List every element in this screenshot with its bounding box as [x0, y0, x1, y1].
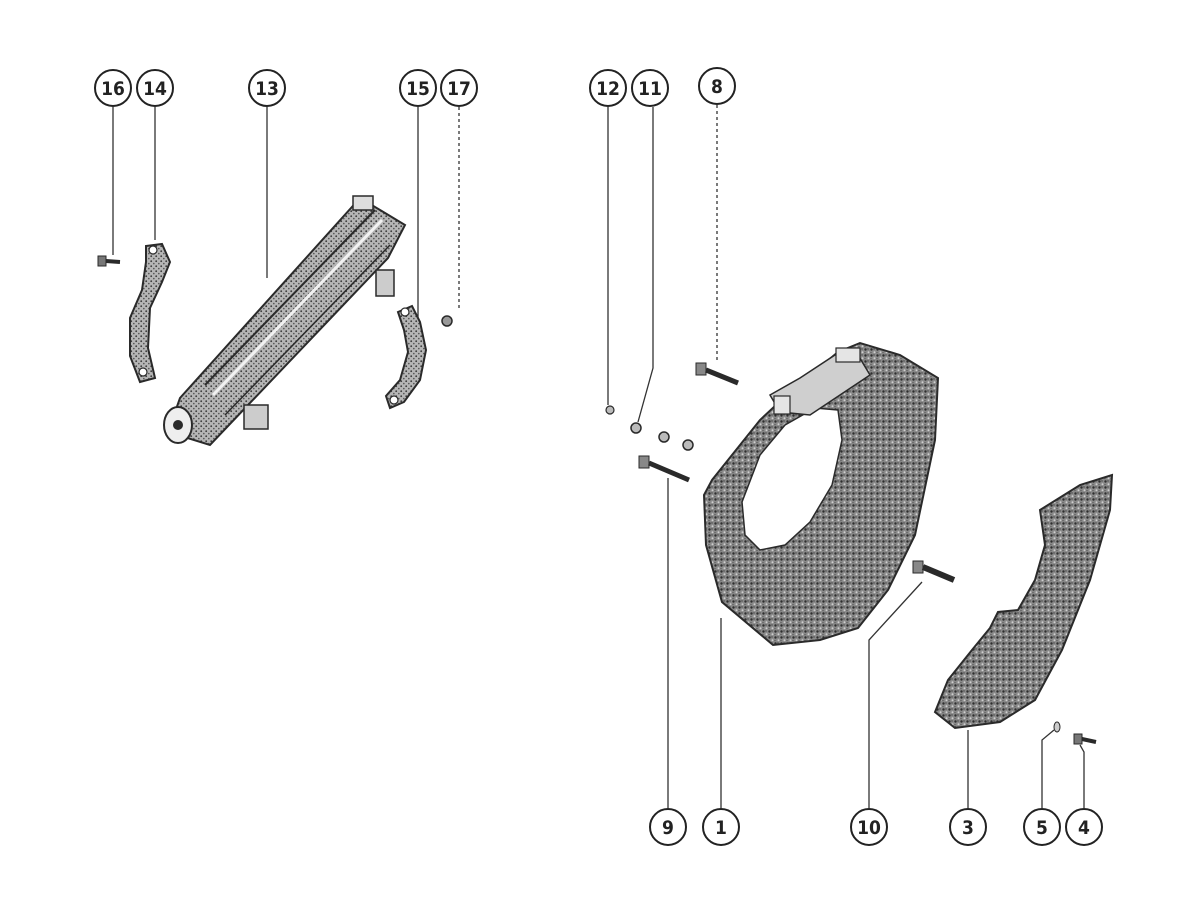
callout-5-label: 5 [1036, 817, 1048, 839]
part-10-bolt [912, 560, 956, 583]
part-16-screw [97, 255, 121, 267]
callout-1: 1 [702, 808, 740, 846]
callout-15-label: 15 [406, 78, 430, 100]
callout-3-label: 3 [962, 817, 974, 839]
callout-14-label: 14 [143, 78, 167, 100]
leader-lines [112, 105, 1085, 808]
part-4-screw [1073, 733, 1097, 745]
part-11-lockwashers [630, 422, 694, 451]
callout-3: 3 [949, 808, 987, 846]
callout-9: 9 [649, 808, 687, 846]
leader-5 [1041, 729, 1055, 808]
part-3-cover [933, 473, 1114, 730]
part-1-housing [702, 341, 940, 647]
callout-8-label: 8 [711, 76, 723, 98]
callout-17: 17 [440, 69, 478, 107]
callout-10: 10 [850, 808, 888, 846]
callout-1-label: 1 [715, 817, 727, 839]
callout-8: 8 [698, 67, 736, 105]
callout-11: 11 [631, 69, 669, 107]
callout-13: 13 [248, 69, 286, 107]
part-15-strap [384, 304, 428, 410]
callout-9-label: 9 [662, 817, 674, 839]
part-12-washer [605, 405, 615, 415]
callout-16: 16 [94, 69, 132, 107]
callout-16-label: 16 [101, 78, 125, 100]
part-5-washer [1053, 721, 1061, 733]
part-13-cooler-tube [163, 195, 407, 447]
callout-12-label: 12 [596, 78, 620, 100]
callout-14: 14 [136, 69, 174, 107]
leader-10 [868, 581, 923, 808]
callout-11-label: 11 [638, 78, 662, 100]
callout-17-label: 17 [447, 78, 471, 100]
callout-12: 12 [589, 69, 627, 107]
callout-4-label: 4 [1078, 817, 1090, 839]
part-17-nut [441, 315, 453, 327]
callout-15: 15 [399, 69, 437, 107]
leader-11 [637, 107, 654, 423]
callout-5: 5 [1023, 808, 1061, 846]
leader-4 [1079, 744, 1085, 808]
part-9-bolt [638, 455, 690, 483]
part-8-bolt [695, 362, 739, 386]
callout-10-label: 10 [857, 817, 881, 839]
part-14-strap [129, 242, 172, 384]
callout-13-label: 13 [255, 78, 279, 100]
callout-4: 4 [1065, 808, 1103, 846]
